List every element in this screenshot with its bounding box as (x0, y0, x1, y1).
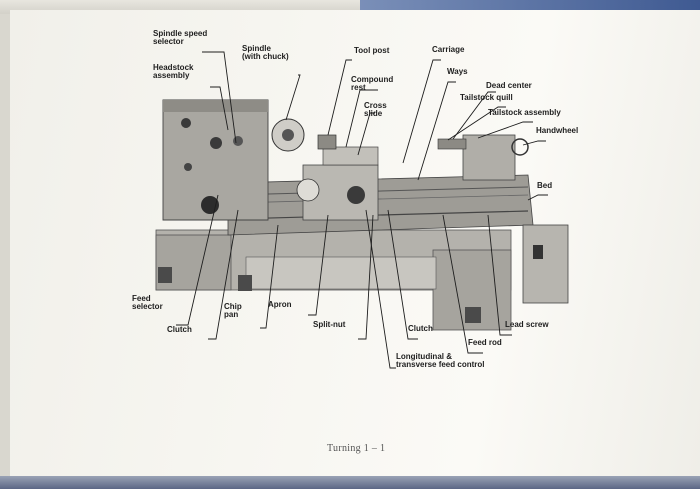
tool-post (317, 134, 337, 150)
document-page: Spindle speed selector Headstock assembl… (10, 10, 700, 476)
label-tailstock-quill: Tailstock quill (460, 93, 513, 102)
label-tool-post: Tool post (354, 46, 390, 55)
tailstock (462, 134, 516, 181)
lathe-bed (227, 174, 534, 236)
label-handwheel: Handwheel (536, 126, 579, 135)
compound-rest (322, 146, 379, 166)
handwheel (511, 138, 529, 156)
browser-tab-stripe (360, 0, 700, 10)
label-dead-center: Dead center (486, 81, 532, 90)
chip-pan-tray (245, 256, 437, 290)
monitor-bottom-band (0, 476, 700, 489)
label-spindle: Spindle (with chuck) (242, 44, 289, 61)
label-longitudinal-transverse-feed-control: Longitudinal & transverse feed control (396, 352, 485, 369)
label-split-nut: Split-nut (313, 320, 346, 329)
motor-box (522, 224, 569, 304)
page-caption: Turning 1 – 1 (327, 443, 386, 454)
label-spindle-speed-selector: Spindle speed selector (153, 29, 208, 46)
label-lead-screw: Lead screw (505, 320, 549, 329)
label-compound-rest: Compound rest (351, 75, 394, 92)
label-tailstock-assembly: Tailstock assembly (488, 108, 561, 117)
label-headstock-assembly: Headstock assembly (153, 63, 194, 80)
label-clutch-right: Clutch (408, 324, 433, 333)
label-apron: Apron (268, 300, 292, 309)
label-feed-rod: Feed rod (468, 338, 502, 347)
label-cross-slide: Cross slide (364, 101, 387, 118)
label-clutch-left: Clutch (167, 325, 192, 334)
label-feed-selector: Feed selector (132, 294, 163, 311)
label-carriage: Carriage (432, 45, 465, 54)
lathe-illustration (155, 51, 569, 369)
label-ways: Ways (447, 67, 468, 76)
label-chip-pan: Chip pan (224, 302, 242, 319)
label-bed: Bed (537, 181, 553, 190)
